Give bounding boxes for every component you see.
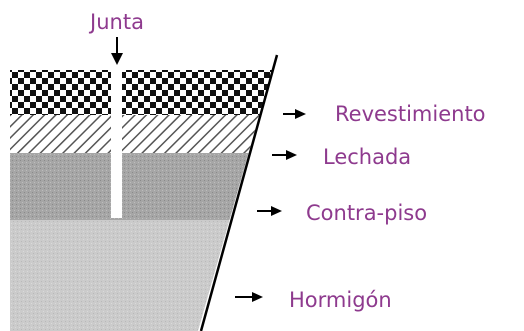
lechada-label: Lechada — [323, 145, 411, 169]
hormigon-layer — [10, 220, 272, 331]
section-cut-line — [199, 54, 279, 331]
joint-label: Junta — [88, 10, 144, 34]
right-arrow-icon — [257, 206, 282, 216]
contra-piso-label: Contra-piso — [306, 201, 427, 225]
right-arrow-icon — [272, 150, 297, 160]
revestimiento-label: Revestimiento — [335, 102, 486, 126]
lechada-annotation: Lechada — [272, 145, 411, 169]
joint-gap — [111, 70, 122, 218]
revestimiento-annotation: Revestimiento — [283, 102, 486, 126]
lechada-layer — [10, 115, 272, 153]
joint-arrow-icon — [111, 37, 123, 65]
hormigon-label: Hormigón — [289, 288, 392, 312]
contra-piso-annotation: Contra-piso — [257, 201, 427, 225]
revestimiento-layer — [10, 70, 272, 115]
layer-stack — [10, 70, 272, 331]
right-arrow-icon — [283, 109, 306, 119]
right-arrow-icon — [235, 292, 263, 302]
hormigon-annotation: Hormigón — [235, 288, 392, 312]
contra-piso-layer — [10, 153, 272, 220]
